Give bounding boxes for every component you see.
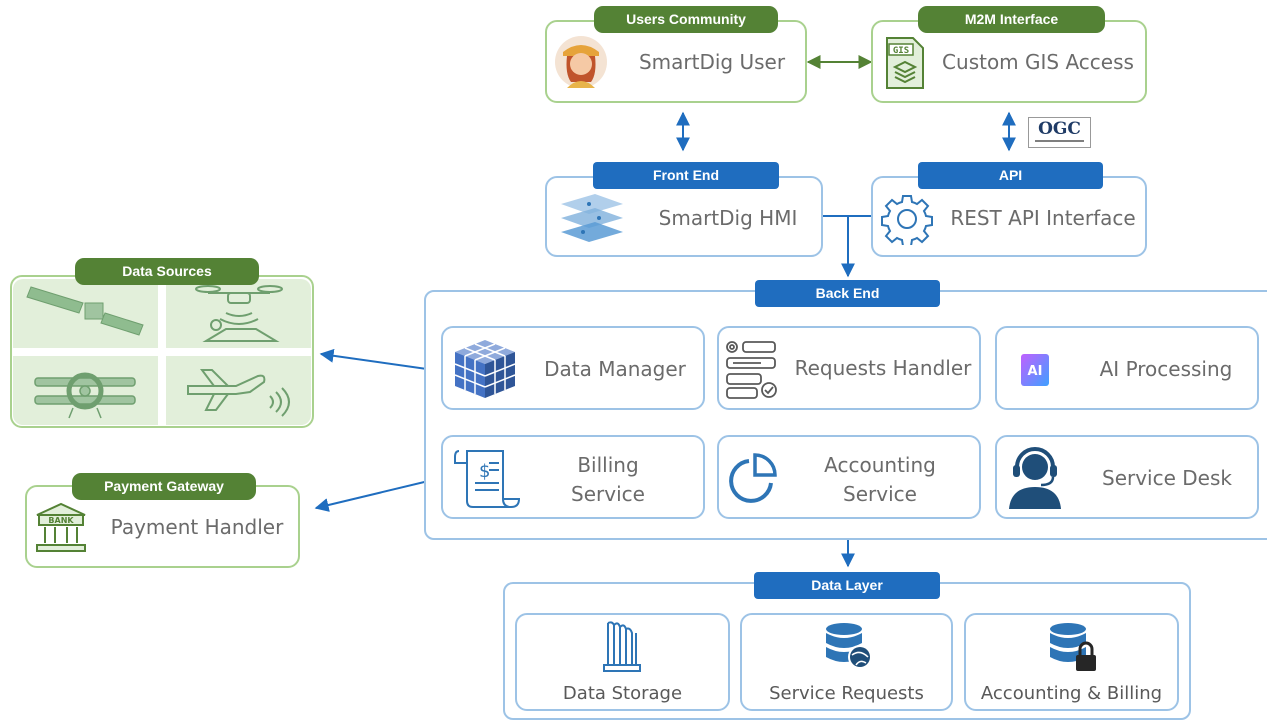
- service-desk-label: Service Desk: [1102, 466, 1232, 490]
- users-community-label: SmartDig User: [638, 50, 786, 74]
- storage-building-icon: [603, 621, 641, 672]
- backend-tag: Back End: [755, 280, 940, 307]
- layers-map-icon: [561, 194, 623, 242]
- data-sources-tag: Data Sources: [75, 258, 259, 285]
- svg-text:$: $: [479, 461, 490, 482]
- pie-chart-icon: [729, 453, 777, 503]
- airplane-icon: [187, 369, 290, 417]
- accounting-service-label-1: Accounting: [824, 453, 936, 477]
- ai-chip-icon: AI: [1009, 342, 1061, 398]
- data-layer-tag: Data Layer: [754, 572, 940, 599]
- accounting-service-box[interactable]: Accounting Service: [717, 435, 981, 519]
- svg-text:AI: AI: [1028, 364, 1043, 379]
- api-label: REST API Interface: [950, 206, 1136, 230]
- m2m-interface-tag: M2M Interface: [918, 6, 1105, 33]
- cube-grid-icon: [454, 340, 516, 398]
- svg-text:BANK: BANK: [48, 516, 74, 525]
- ai-processing-label: AI Processing: [1099, 357, 1233, 381]
- airplane-tile: [166, 356, 311, 425]
- data-manager-box[interactable]: Data Manager: [441, 326, 705, 410]
- frontend-box[interactable]: SmartDig HMI: [545, 176, 823, 257]
- requests-handler-box[interactable]: Requests Handler: [717, 326, 981, 410]
- data-storage-label: Data Storage: [562, 683, 683, 704]
- data-manager-label: Data Manager: [544, 357, 686, 381]
- frontend-label: SmartDig HMI: [658, 206, 798, 230]
- headset-agent-icon: [1009, 447, 1061, 509]
- workflow-icon: [726, 341, 777, 399]
- user-avatar-icon: [555, 36, 607, 88]
- biplane-tile: [13, 356, 158, 425]
- api-tag: API: [918, 162, 1103, 189]
- service-desk-box[interactable]: Service Desk: [995, 435, 1259, 519]
- m2m-interface-box[interactable]: GIS Custom GIS Access: [871, 20, 1147, 103]
- satellite-tile: [13, 279, 158, 348]
- service-requests-label: Service Requests: [769, 683, 924, 704]
- svg-text:GIS: GIS: [893, 46, 909, 56]
- data-storage-box[interactable]: Data Storage: [515, 613, 730, 711]
- accounting-service-label-2: Service: [843, 482, 917, 506]
- biplane-icon: [34, 372, 136, 419]
- satellite-icon: [26, 286, 144, 336]
- service-requests-box[interactable]: Service Requests: [740, 613, 953, 711]
- gear-icon: [881, 195, 933, 245]
- bank-icon: BANK: [36, 502, 86, 552]
- drone-tile: [166, 279, 311, 348]
- billing-service-label-1: Billing: [577, 453, 639, 477]
- database-lock-icon: [1050, 623, 1096, 671]
- billing-service-box[interactable]: $ Billing Service: [441, 435, 705, 519]
- ogc-logo: OGC: [1028, 117, 1091, 148]
- datasources-arrow: [319, 348, 443, 377]
- accounting-billing-box[interactable]: Accounting & Billing: [964, 613, 1179, 711]
- database-network-icon: [826, 623, 872, 669]
- users-community-tag: Users Community: [594, 6, 778, 33]
- api-box[interactable]: REST API Interface: [871, 176, 1147, 257]
- drone-icon: [195, 285, 283, 342]
- frontend-tag: Front End: [593, 162, 779, 189]
- payment-gateway-tag: Payment Gateway: [72, 473, 256, 500]
- gis-file-icon: GIS: [886, 37, 924, 89]
- accounting-billing-label: Accounting & Billing: [980, 683, 1163, 704]
- ai-processing-box[interactable]: AI AI Processing: [995, 326, 1259, 410]
- payment-handler-label: Payment Handler: [110, 515, 284, 539]
- billing-service-label-2: Service: [571, 482, 645, 506]
- payment-arrow: [314, 474, 443, 512]
- m2m-interface-label: Custom GIS Access: [942, 50, 1134, 74]
- invoice-icon: $: [454, 450, 521, 508]
- requests-handler-label: Requests Handler: [794, 356, 972, 380]
